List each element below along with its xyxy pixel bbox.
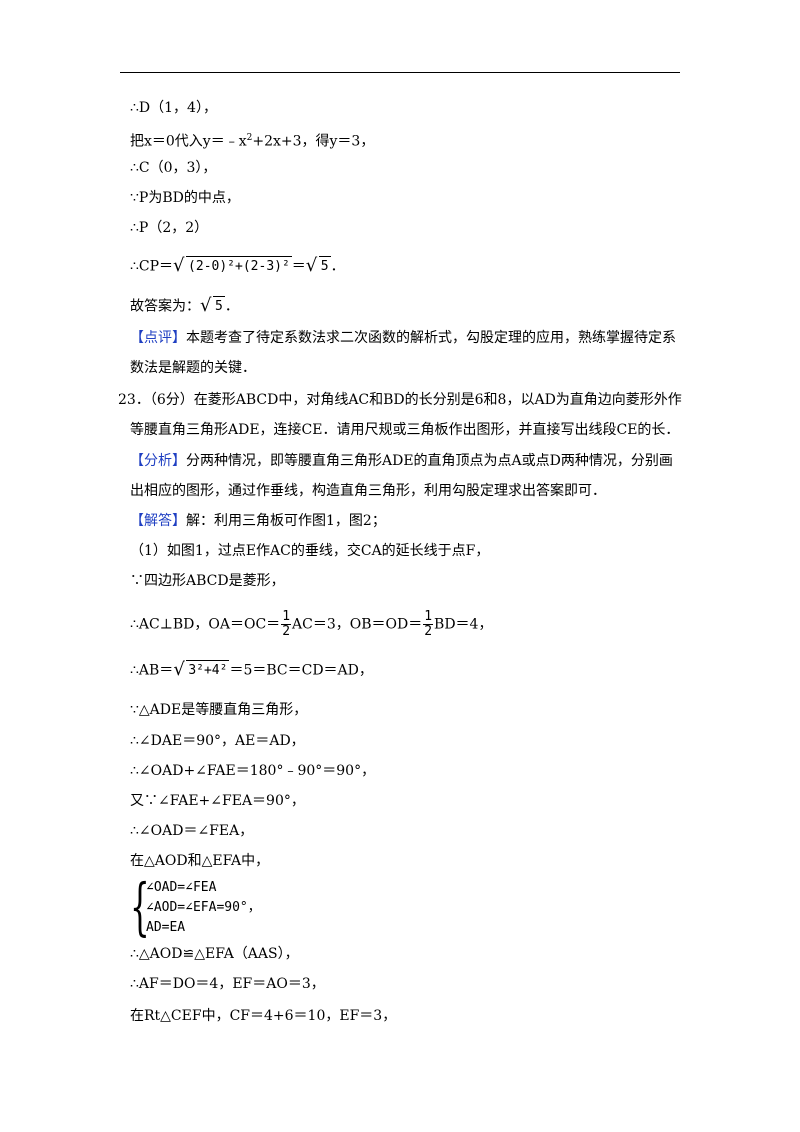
line-angle-dae: ∴∠DAE＝90°，AE＝AD， — [130, 733, 305, 749]
line-comment-cont: 数法是解题的关键． — [130, 360, 256, 376]
line-triangles: 在△AOD和△EFA中， — [130, 853, 270, 869]
sqrt-expression: √(2-0)²+(2-3)² — [173, 255, 292, 276]
line-comment: 【点评】本题考查了待定系数法求二次函数的解析式，勾股定理的应用，熟练掌握待定系 — [130, 330, 676, 346]
line-ab-length: ∴AB＝√3²+4²＝5＝BC＝CD＝AD， — [130, 659, 373, 680]
comment-tag: 【点评】 — [130, 330, 186, 346]
question-23: 23．（6分）在菱形ABCD中，对角线AC和BD的长分别是6和8，以AD为直角边… — [118, 392, 682, 408]
line-solution: 【解答】解：利用三角板可作图1，图2； — [130, 513, 386, 529]
question-23-cont: 等腰直角三角形ADE，连接CE．请用尺规或三角板作出图形，并直接写出线段CE的长… — [130, 422, 680, 438]
line-analysis-cont: 出相应的图形，通过作垂线，构造直角三角形，利用勾股定理求出答案即可． — [130, 483, 606, 499]
line-c-coord: ∴C（0，3）， — [130, 160, 217, 176]
line-step-1: （1）如图1，过点E作AC的垂线，交CA的延长线于点F， — [130, 543, 490, 559]
header-rule — [120, 72, 680, 73]
solution-tag: 【解答】 — [130, 513, 186, 529]
line-isosceles: ∵△ADE是等腰直角三角形， — [130, 702, 308, 718]
line-af-ef: ∴AF＝DO＝4，EF＝AO＝3， — [130, 976, 325, 992]
line-d-coord: ∴D（1，4）， — [130, 100, 217, 116]
line-substitute: 把x＝0代入y＝﹣x2+2x+3，得y＝3， — [130, 133, 375, 150]
line-answer: 故答案为：√5． — [130, 295, 239, 316]
line-congruent: ∴△AOD≌△EFA（AAS）， — [130, 946, 299, 962]
line-rhombus: ∵四边形ABCD是菱形， — [130, 573, 285, 589]
line-angle-equal: ∴∠OAD＝∠FEA， — [130, 823, 254, 839]
line-analysis: 【分析】分两种情况，即等腰直角三角形ADE的直角顶点为点A或点D两种情况，分别画 — [130, 453, 673, 469]
line-cp-length: ∴CP＝√(2-0)²+(2-3)²＝√5． — [130, 255, 345, 276]
line-angle-fae: 又∵∠FAE+∠FEA＝90°， — [130, 793, 305, 809]
analysis-tag: 【分析】 — [130, 453, 186, 469]
line-p-coord: ∴P（2，2） — [130, 220, 209, 236]
line-rt-cef: 在Rt△CEF中，CF＝4+6＝10，EF＝3， — [130, 1008, 397, 1024]
line-midpoint: ∵P为BD的中点， — [130, 190, 240, 206]
line-angle-sum: ∴∠OAD+∠FAE＝180°﹣90°＝90°， — [130, 763, 376, 779]
brace-icon: { — [130, 870, 150, 943]
